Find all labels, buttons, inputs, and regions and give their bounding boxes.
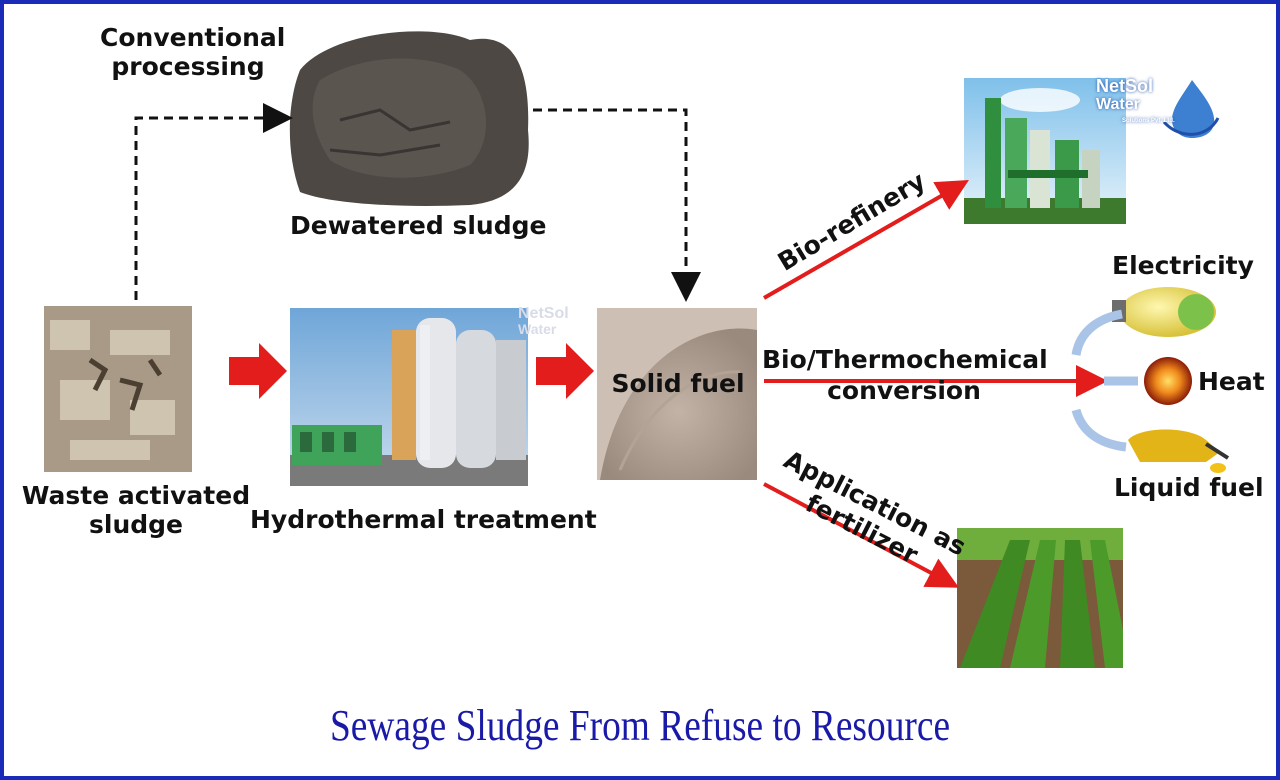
- solid-fuel-label: Solid fuel: [611, 369, 745, 398]
- dashed-path-to-dewatered: [134, 103, 293, 300]
- liquid-fuel-image: [1128, 429, 1230, 473]
- fertilizer-field-image: [957, 528, 1123, 668]
- blue-arrow-electricity: [1071, 309, 1123, 356]
- bio-refinery-image: [964, 78, 1126, 224]
- electricity-label: Electricity: [1112, 251, 1254, 280]
- watermark: NetSol Water: [518, 305, 569, 337]
- diagram-title: Sewage Sludge From Refuse to Resource: [329, 701, 951, 750]
- netsol-logo: NetSol Water Solutions Pvt. Ltd.: [1092, 74, 1222, 138]
- logo-tagline: Solutions Pvt. Ltd.: [1122, 118, 1175, 124]
- logo-line2: Water: [1096, 96, 1140, 113]
- electricity-bulb-image: [1112, 287, 1216, 337]
- dewatered-sludge-image: [289, 31, 529, 206]
- liquid-fuel-label: Liquid fuel: [1114, 473, 1264, 502]
- heat-label: Heat: [1198, 367, 1265, 396]
- hydrothermal-plant-image: [290, 308, 528, 486]
- dashed-path-to-solid-fuel: [533, 108, 701, 302]
- bio-thermochemical-conversion-label: Bio/Thermochemical conversion: [762, 345, 1048, 406]
- logo-line1: NetSol: [1096, 76, 1154, 96]
- dewatered-sludge-label: Dewatered sludge: [290, 211, 547, 240]
- solid-fuel-image: [597, 308, 757, 480]
- red-arrow-2: [536, 343, 594, 399]
- waste-activated-sludge-label: Waste activated sludge: [21, 481, 251, 539]
- hydrothermal-treatment-label: Hydrothermal treatment: [250, 505, 597, 534]
- heat-flame-image: [1144, 357, 1192, 405]
- blue-arrow-liquid-fuel: [1071, 408, 1127, 452]
- waste-activated-sludge-image: [44, 306, 192, 472]
- water-drop-icon: [1162, 80, 1220, 138]
- arrow-to-bio-refinery: [763, 180, 969, 300]
- red-arrow-1: [229, 343, 287, 399]
- conventional-processing-label: Conventional processing: [100, 23, 286, 81]
- arrow-to-fertilizer: [763, 482, 960, 588]
